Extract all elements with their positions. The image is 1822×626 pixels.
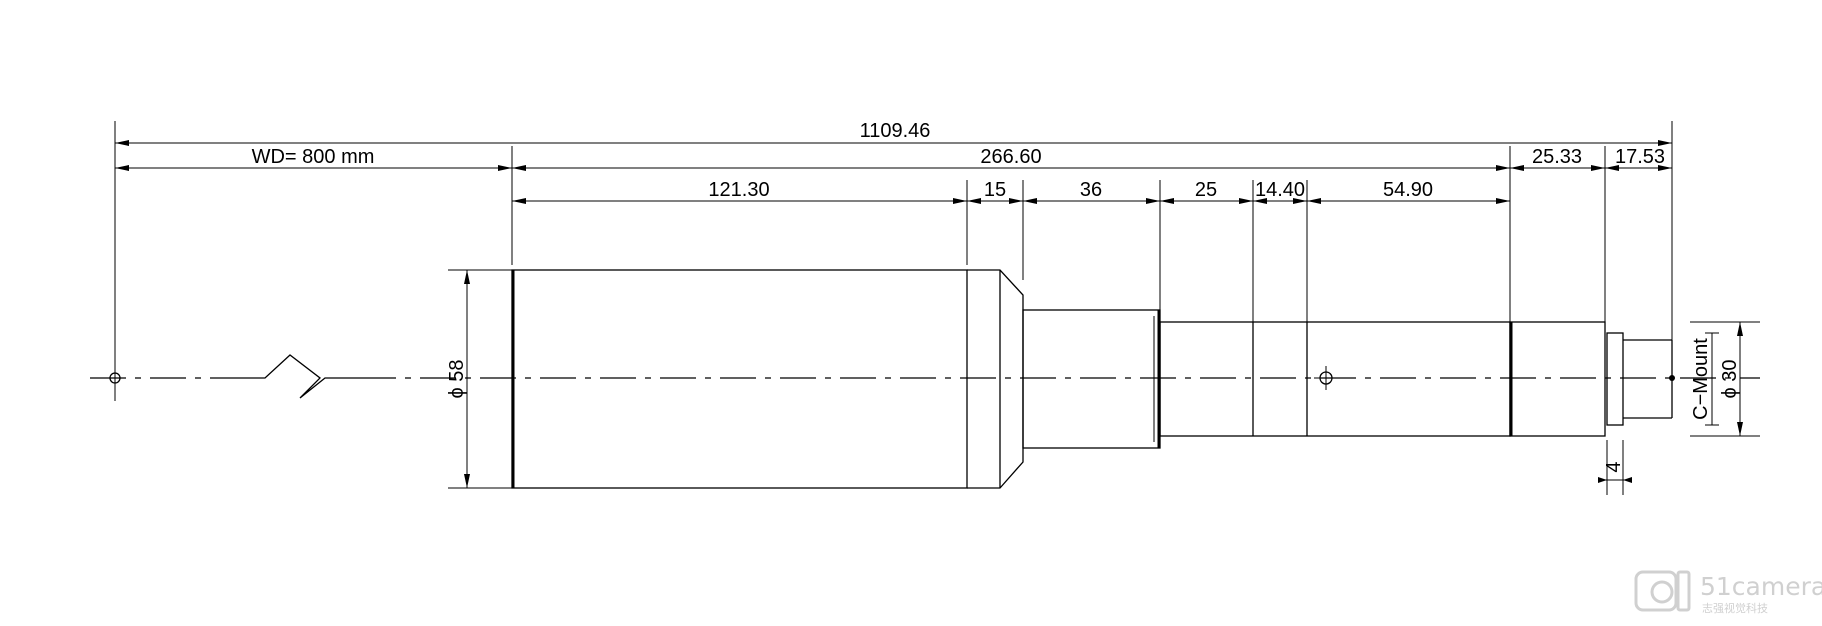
- dim-diameter-front: ϕ 58: [446, 359, 468, 398]
- dim-lens-length: 266.60: [980, 146, 1041, 168]
- optical-axis: [90, 354, 1760, 399]
- dim-barrel-a: 25: [1195, 179, 1217, 201]
- dim-front-segment: 121.30: [708, 179, 769, 201]
- dim-rear-body: 25.33: [1532, 146, 1582, 168]
- extension-lines: [114, 121, 1760, 495]
- dim-working-distance: WD= 800 mm: [252, 146, 375, 168]
- watermark-logo: 51camera 志强视觉科技: [1634, 570, 1822, 615]
- dim-diameter-mount: ϕ 30: [1719, 359, 1741, 398]
- dim-overall-length: 1109.46: [860, 120, 931, 142]
- dim-flange: 17.53: [1615, 146, 1665, 168]
- watermark-brand: 51camera: [1700, 572, 1822, 601]
- dim-barrel-b: 14.40: [1255, 179, 1305, 201]
- lens-body: [511, 269, 1673, 489]
- dim-taper-segment: 15: [984, 179, 1006, 201]
- dim-mount-thread: 4: [1603, 461, 1625, 472]
- dim-mount-type: C−Mount: [1690, 338, 1712, 420]
- watermark-tagline: 志强视觉科技: [1702, 601, 1768, 615]
- dim-mid-segment: 36: [1080, 179, 1102, 201]
- dimension-lines: [115, 140, 1743, 488]
- dim-barrel-c: 54.90: [1383, 179, 1433, 201]
